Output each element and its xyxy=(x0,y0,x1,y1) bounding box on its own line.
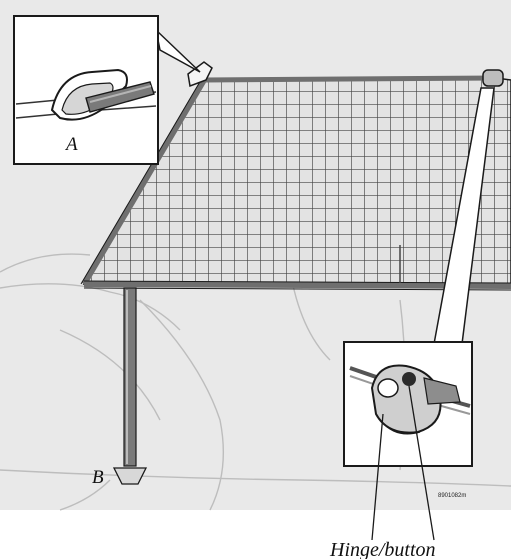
inset-hinge xyxy=(344,342,472,466)
button-icon xyxy=(402,372,416,386)
hinge-button-label: Hinge/button xyxy=(329,539,436,559)
hinge-icon xyxy=(483,70,503,86)
callout-b-label: B xyxy=(92,467,104,488)
image-code: 8901082m xyxy=(438,493,466,499)
callout-a-label: A xyxy=(64,134,78,155)
